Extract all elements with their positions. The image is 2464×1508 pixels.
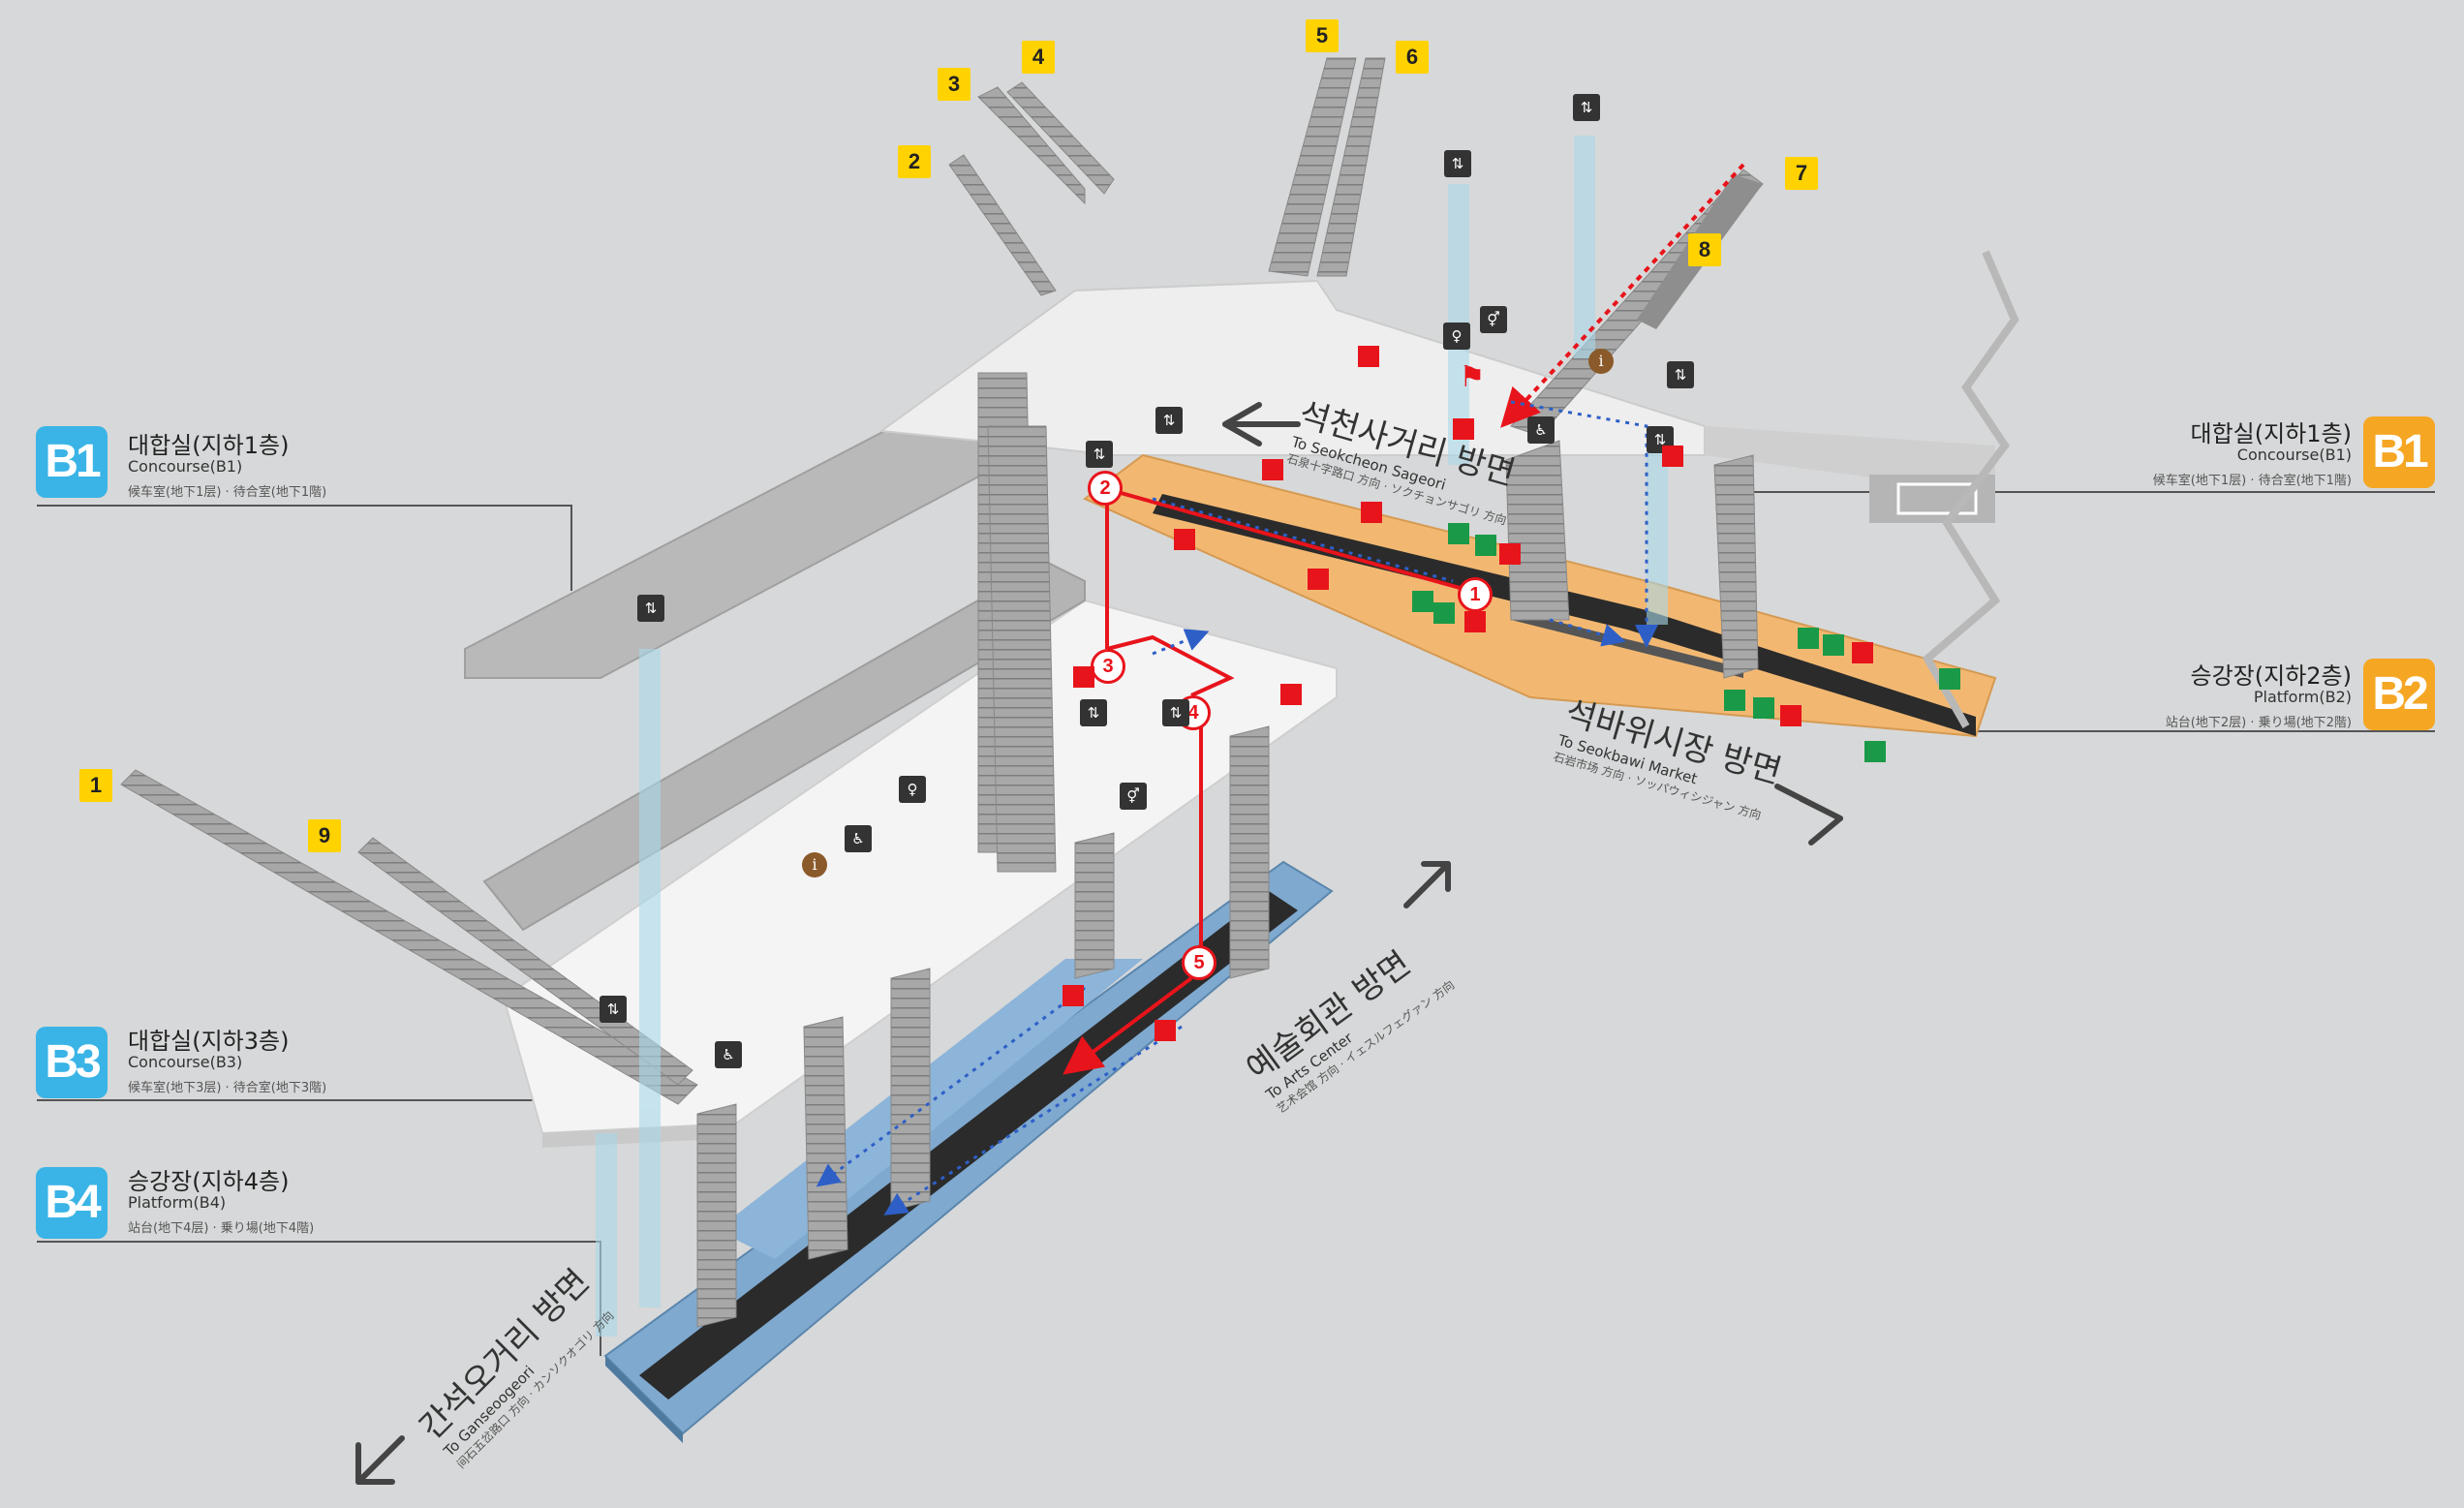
- elevator-icon: ⇅: [1080, 699, 1107, 726]
- floor-label-ko: 대합실(지하1층): [2190, 420, 2352, 447]
- fire-extinguisher-icon: [1174, 529, 1195, 550]
- elevator-icon: ⇅: [1667, 361, 1694, 388]
- fire-extinguisher-icon: [1361, 502, 1382, 523]
- emergency-phone-icon: [1724, 690, 1745, 711]
- emergency-phone-icon: [1753, 697, 1774, 719]
- fire-extinguisher-icon: [1155, 1020, 1176, 1041]
- elevator-icon: ⇅: [600, 996, 627, 1023]
- floor-label-en: Concourse(B1): [128, 457, 243, 476]
- fire-extinguisher-icon: [1453, 418, 1474, 440]
- floor-label-jp: 候车室(地下1层) · 待合室(地下1階): [128, 485, 327, 500]
- floor-label-en: Concourse(B1): [2236, 446, 2352, 464]
- nursing-room-icon: ♀: [899, 776, 926, 803]
- elevator-icon: ⇅: [1573, 94, 1600, 121]
- emergency-phone-icon: [1412, 591, 1433, 612]
- restroom-icon: ⚥: [1120, 783, 1147, 810]
- floor-label-jp: 站台(地下4层) · 乗り場(地下4階): [128, 1221, 315, 1236]
- floor-badge-b2-right: B2: [2363, 659, 2435, 730]
- fire-extinguisher-icon: [1464, 611, 1486, 632]
- exit-5-badge: 5: [1306, 19, 1339, 52]
- floor-label-jp: 候车室(地下1层) · 待合室(地下1階): [2152, 474, 2352, 488]
- elevator-icon: ⇅: [637, 595, 664, 622]
- floor-badge-b3-left: B3: [36, 1027, 108, 1098]
- floor-label-ko: 승강장(지하2층): [2190, 662, 2352, 690]
- exit-6-badge: 6: [1396, 41, 1429, 74]
- fire-extinguisher-icon: [1780, 705, 1802, 726]
- fire-extinguisher-icon: [1852, 642, 1873, 663]
- exit-8-badge: 8: [1688, 233, 1721, 266]
- floor-badge-b1-right: B1: [2363, 416, 2435, 488]
- exit-2-badge: 2: [898, 145, 931, 178]
- elevator-icon: ⇅: [1086, 441, 1113, 468]
- b1-left-wing: [464, 385, 1086, 932]
- floor-label-ko: 대합실(지하3층): [128, 1028, 290, 1055]
- b1-concourse-hub: [878, 279, 1995, 523]
- direction-arrows: [355, 402, 1843, 1485]
- wheelchair-lift-icon: ♿: [1527, 416, 1555, 444]
- fire-extinguisher-icon: [1280, 684, 1302, 705]
- route-step-1: 1: [1458, 577, 1493, 612]
- emergency-phone-icon: [1475, 535, 1496, 556]
- floor-label-ko: 승강장(지하4층): [128, 1168, 290, 1195]
- wheelchair-lift-icon: ♿: [845, 825, 872, 852]
- fire-extinguisher-icon: [1063, 985, 1084, 1006]
- elevator-icon: ⇅: [1155, 407, 1183, 434]
- emergency-runner-icon: ⚑: [1459, 360, 1486, 394]
- emergency-phone-icon: [1448, 523, 1469, 544]
- restroom-icon: ⚥: [1480, 306, 1507, 333]
- route-step-3: 3: [1091, 649, 1125, 684]
- exit-3-badge: 3: [938, 68, 970, 101]
- fire-extinguisher-icon: [1499, 543, 1521, 565]
- information-icon: i: [802, 852, 827, 877]
- ventilation-duct: [1922, 250, 2019, 728]
- floor-label-en: Platform(B2): [2253, 688, 2352, 706]
- exit-4-badge: 4: [1022, 41, 1055, 74]
- emergency-exit-icon: [1864, 741, 1886, 762]
- route-step-5: 5: [1182, 945, 1217, 980]
- elevator-icon: ⇅: [1444, 150, 1471, 177]
- fire-extinguisher-icon: [1662, 446, 1683, 467]
- exit-7-badge: 7: [1785, 157, 1818, 190]
- floor-label-ko: 대합실(지하1층): [128, 432, 290, 459]
- exit-1-badge: 1: [79, 769, 112, 802]
- emergency-phone-icon: [1433, 602, 1455, 624]
- floor-badge-b1-left: B1: [36, 426, 108, 498]
- floor-label-jp: 候车室(地下3层) · 待合室(地下3階): [128, 1081, 327, 1095]
- floor-label-jp: 站台(地下2层) · 乗り場(地下2階): [2165, 716, 2352, 730]
- floor-badge-b4-left: B4: [36, 1167, 108, 1239]
- information-icon: i: [1588, 349, 1614, 374]
- floor-label-en: Concourse(B3): [128, 1053, 243, 1071]
- nursing-room-icon: ♀: [1443, 323, 1470, 350]
- fire-extinguisher-icon: [1262, 459, 1283, 480]
- wheelchair-lift-icon: ♿: [715, 1041, 742, 1068]
- elevator-icon: ⇅: [1162, 699, 1189, 726]
- emergency-phone-icon: [1823, 634, 1844, 656]
- fire-extinguisher-icon: [1358, 346, 1379, 367]
- fire-extinguisher-icon: [1073, 666, 1094, 688]
- emergency-phone-icon: [1798, 628, 1819, 649]
- fire-extinguisher-icon: [1308, 569, 1329, 590]
- exit-9-badge: 9: [308, 819, 341, 852]
- floor-label-en: Platform(B4): [128, 1193, 227, 1212]
- emergency-exit-icon: [1939, 668, 1960, 690]
- route-step-2: 2: [1088, 471, 1123, 506]
